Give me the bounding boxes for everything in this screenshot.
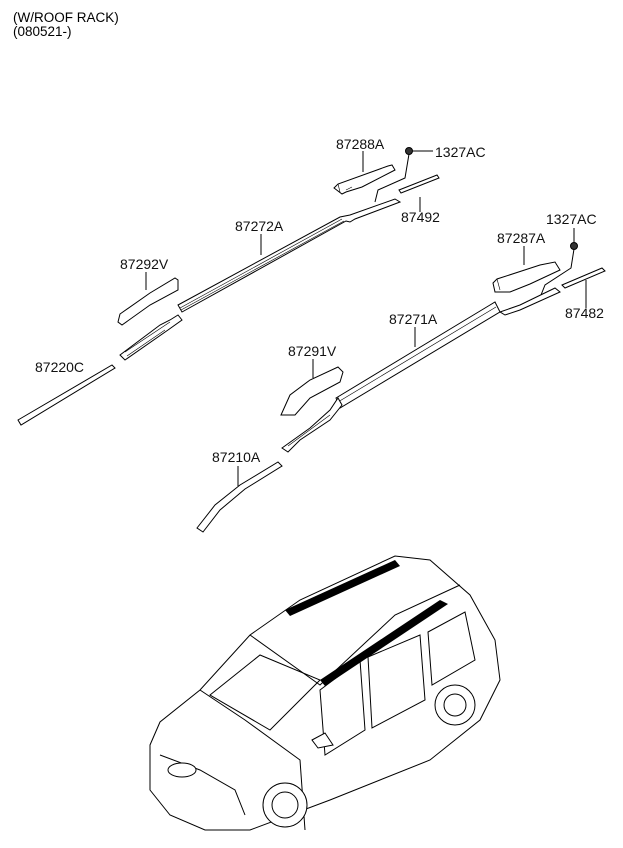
header-date-range: (080521-) (13, 24, 72, 39)
label-87482: 87482 (565, 305, 604, 321)
label-1327AC-upper: 1327AC (435, 144, 486, 160)
label-87492: 87492 (401, 209, 440, 225)
label-87287A: 87287A (497, 230, 546, 246)
leader-lines (145, 150, 587, 486)
label-87271A: 87271A (389, 311, 438, 327)
part-87272A-rail[interactable] (119, 198, 402, 361)
part-87210A-molding[interactable] (196, 461, 283, 533)
label-87292V: 87292V (120, 256, 169, 272)
part-87482-strip[interactable] (561, 267, 606, 289)
vehicle-illustration (149, 555, 501, 831)
part-87287A-cover[interactable] (492, 261, 561, 293)
part-87288A-cover[interactable] (333, 164, 396, 195)
header-title: (W/ROOF RACK) (13, 10, 119, 25)
part-87271A-rail[interactable] (281, 287, 561, 453)
label-87210A: 87210A (212, 449, 261, 465)
part-87292V-end-cap[interactable] (117, 277, 179, 326)
label-87220C: 87220C (35, 359, 84, 375)
label-87288A: 87288A (336, 136, 385, 152)
label-87272A: 87272A (235, 218, 284, 234)
label-1327AC-lower: 1327AC (546, 211, 597, 227)
part-87291V-end-cap[interactable] (280, 366, 344, 416)
part-87492-strip[interactable] (398, 174, 440, 194)
label-87291V: 87291V (288, 343, 337, 359)
part-87220C-molding[interactable] (17, 364, 116, 426)
